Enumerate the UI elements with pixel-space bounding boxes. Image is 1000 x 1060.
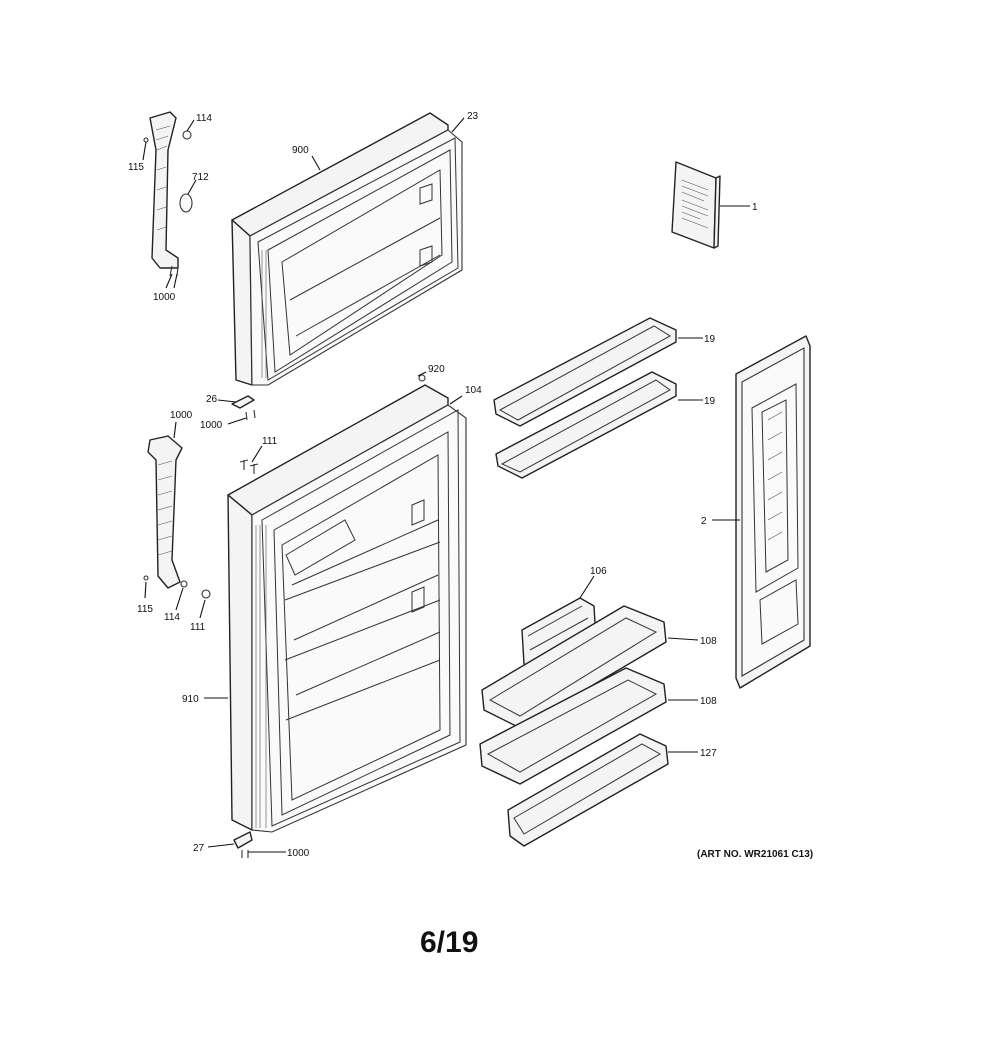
callout-27: 27 — [193, 843, 205, 854]
callout-19-upper: 19 — [704, 334, 716, 345]
callout-910: 910 — [182, 694, 199, 705]
callout-920: 920 — [428, 364, 445, 375]
callout-900: 900 — [292, 145, 309, 156]
art-number: (ART NO. WR21061 C13) — [697, 849, 813, 860]
hinge-hardware — [231, 374, 426, 858]
callout-114-lower: 114 — [164, 612, 180, 623]
callout-1000-handle: 1000 — [170, 410, 193, 421]
door-shelf-upper — [493, 317, 677, 479]
fresh-food-door — [227, 384, 467, 833]
leader-lines — [142, 117, 750, 853]
callout-114-top: 114 — [196, 113, 212, 124]
door-bins-lower — [479, 597, 669, 847]
callout-115-top: 115 — [128, 162, 144, 173]
callout-111-upper: 111 — [262, 436, 278, 447]
callout-2: 2 — [701, 516, 707, 527]
freezer-door-handle — [143, 111, 193, 277]
callout-1: 1 — [752, 202, 758, 213]
callout-111-lower: 111 — [190, 622, 206, 633]
owners-manual — [671, 161, 721, 249]
freezer-door — [231, 112, 463, 386]
callout-108-lower: 108 — [700, 696, 717, 707]
fresh-food-door-handle — [143, 435, 211, 599]
callout-108-upper: 108 — [700, 636, 717, 647]
callout-712: 712 — [192, 172, 209, 183]
callout-1000-hinge: 1000 — [200, 420, 223, 431]
callout-115-lower: 115 — [137, 604, 153, 615]
callout-1000-top: 1000 — [153, 292, 176, 303]
callout-1000-bottom: 1000 — [287, 848, 310, 859]
page-number: 6/19 — [420, 926, 478, 959]
callout-labels: 114 115 712 1000 900 23 1 19 19 920 104 … — [128, 111, 758, 859]
callout-23: 23 — [467, 111, 479, 122]
callout-106: 106 — [590, 566, 607, 577]
callout-26: 26 — [206, 394, 218, 405]
door-liner-panel — [735, 335, 811, 689]
callout-19-lower: 19 — [704, 396, 716, 407]
callout-127: 127 — [700, 748, 717, 759]
callout-104: 104 — [465, 385, 482, 396]
